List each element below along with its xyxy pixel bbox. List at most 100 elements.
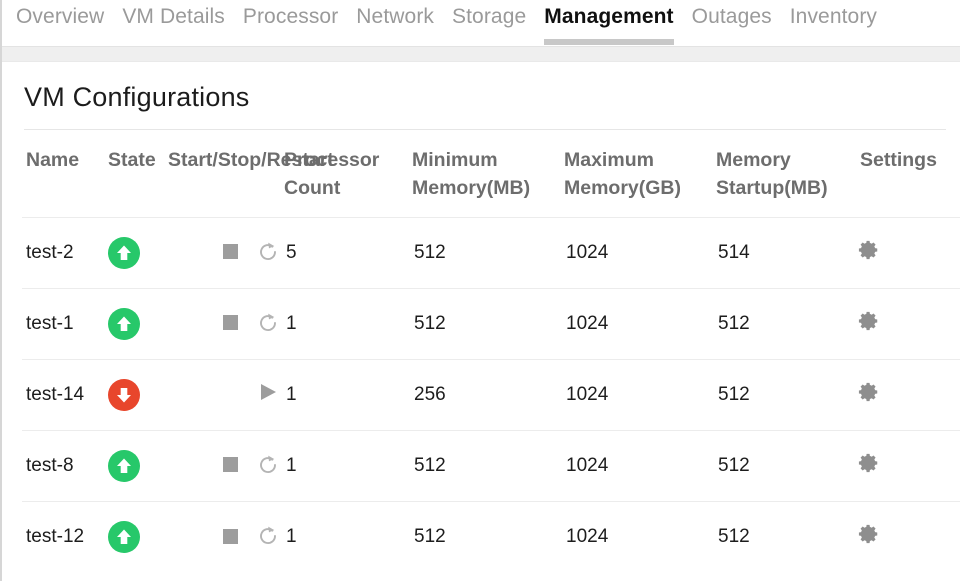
cell-min-memory: 512 — [412, 500, 564, 573]
cell-settings — [858, 358, 960, 431]
cell-vm-name: test-12 — [22, 500, 108, 573]
cell-actions — [168, 216, 284, 289]
gear-icon[interactable] — [858, 381, 880, 409]
main-tab-bar: Overview VM Details Processor Network St… — [2, 0, 960, 46]
column-header-name: Name — [26, 149, 80, 171]
gear-icon[interactable] — [858, 452, 880, 480]
cell-state — [108, 287, 168, 360]
gear-icon[interactable] — [858, 523, 880, 551]
tab-inventory[interactable]: Inventory — [790, 0, 877, 40]
vm-configurations-panel: VM Configurations Name State Start/Stop/… — [2, 62, 960, 573]
stop-vm-button[interactable] — [218, 240, 242, 264]
tab-label: Network — [356, 5, 435, 28]
state-running-icon[interactable] — [108, 449, 140, 482]
cell-min-memory: 512 — [412, 287, 564, 360]
restart-vm-button[interactable] — [256, 524, 280, 548]
restart-circular-arrow-icon — [260, 242, 276, 260]
tab-label: Inventory — [789, 5, 878, 28]
restart-vm-button[interactable] — [256, 240, 280, 264]
tab-label: Outages — [691, 5, 772, 28]
cell-max-memory: 1024 — [564, 287, 716, 360]
cell-max-memory: 1024 — [564, 500, 716, 573]
cell-startup-memory: 514 — [716, 216, 858, 289]
cell-startup-memory: 512 — [716, 287, 858, 360]
restart-vm-button[interactable] — [256, 311, 280, 335]
restart-circular-arrow-icon — [260, 526, 276, 545]
cell-processor-count: 1 — [284, 358, 412, 431]
cell-settings — [858, 287, 960, 360]
column-header-max-memory: Maximum Memory(GB) — [564, 149, 682, 200]
action-button-group — [218, 453, 284, 477]
tab-processor[interactable]: Processor — [243, 0, 338, 40]
cell-actions — [168, 358, 284, 431]
column-header-processor: Processor Count — [284, 149, 380, 200]
column-header-min-memory: Minimum Memory(MB) — [412, 149, 531, 200]
cell-max-memory: 1024 — [564, 358, 716, 431]
tab-storage[interactable]: Storage — [452, 0, 526, 40]
cell-state — [108, 429, 168, 502]
tab-management[interactable]: Management — [544, 0, 674, 45]
stop-square-icon — [222, 528, 238, 544]
action-button-group — [218, 240, 284, 264]
stop-square-icon — [222, 244, 238, 260]
cell-processor-count: 5 — [284, 216, 412, 289]
cell-actions — [168, 500, 284, 573]
play-triangle-icon — [261, 384, 276, 401]
tab-overview[interactable]: Overview — [16, 0, 104, 40]
vm-configurations-table: Name State Start/Stop/Restart Processor … — [22, 130, 960, 573]
cell-vm-name: test-2 — [22, 216, 108, 289]
action-button-group — [218, 524, 284, 548]
action-button-group — [256, 380, 284, 404]
state-running-icon[interactable] — [108, 307, 140, 340]
stop-vm-button[interactable] — [218, 524, 242, 548]
tab-vm-details[interactable]: VM Details — [122, 0, 225, 40]
column-header-startup-memory: Memory Startup(MB) — [716, 149, 828, 200]
column-header-state: State — [108, 149, 156, 171]
state-running-icon[interactable] — [108, 520, 140, 553]
table-header: Name State Start/Stop/Restart Processor … — [22, 130, 960, 217]
tab-label: Overview — [16, 5, 105, 28]
cell-actions — [168, 287, 284, 360]
cell-settings — [858, 216, 960, 289]
state-stopped-icon[interactable] — [108, 378, 140, 411]
gear-icon[interactable] — [858, 239, 880, 267]
cell-settings — [858, 429, 960, 502]
cell-state — [108, 216, 168, 289]
cell-startup-memory: 512 — [716, 358, 858, 431]
table-header-row: Name State Start/Stop/Restart Processor … — [22, 130, 960, 217]
stop-vm-button[interactable] — [218, 453, 242, 477]
cell-max-memory: 1024 — [564, 216, 716, 289]
tab-network[interactable]: Network — [356, 0, 434, 40]
cell-startup-memory: 512 — [716, 500, 858, 573]
tab-label: Processor — [242, 5, 339, 28]
cell-vm-name: test-14 — [22, 358, 108, 431]
cell-min-memory: 512 — [412, 429, 564, 502]
active-tab-indicator — [544, 39, 674, 45]
restart-vm-button[interactable] — [256, 453, 280, 477]
tab-label: VM Details — [122, 5, 225, 28]
gear-icon[interactable] — [858, 310, 880, 338]
tab-label: Storage — [452, 5, 527, 28]
stop-vm-button[interactable] — [218, 311, 242, 335]
cell-max-memory: 1024 — [564, 429, 716, 502]
action-button-group — [218, 311, 284, 335]
cell-min-memory: 512 — [412, 216, 564, 289]
column-header-settings: Settings — [860, 149, 937, 171]
page-title: VM Configurations — [24, 82, 250, 112]
cell-processor-count: 1 — [284, 287, 412, 360]
cell-min-memory: 256 — [412, 358, 564, 431]
start-vm-button[interactable] — [256, 380, 280, 404]
tab-outages[interactable]: Outages — [692, 0, 772, 40]
cell-actions — [168, 429, 284, 502]
title-divider — [24, 129, 946, 130]
cell-settings — [858, 500, 960, 573]
state-running-icon[interactable] — [108, 236, 140, 269]
restart-circular-arrow-icon — [260, 313, 276, 331]
cell-state — [108, 500, 168, 573]
